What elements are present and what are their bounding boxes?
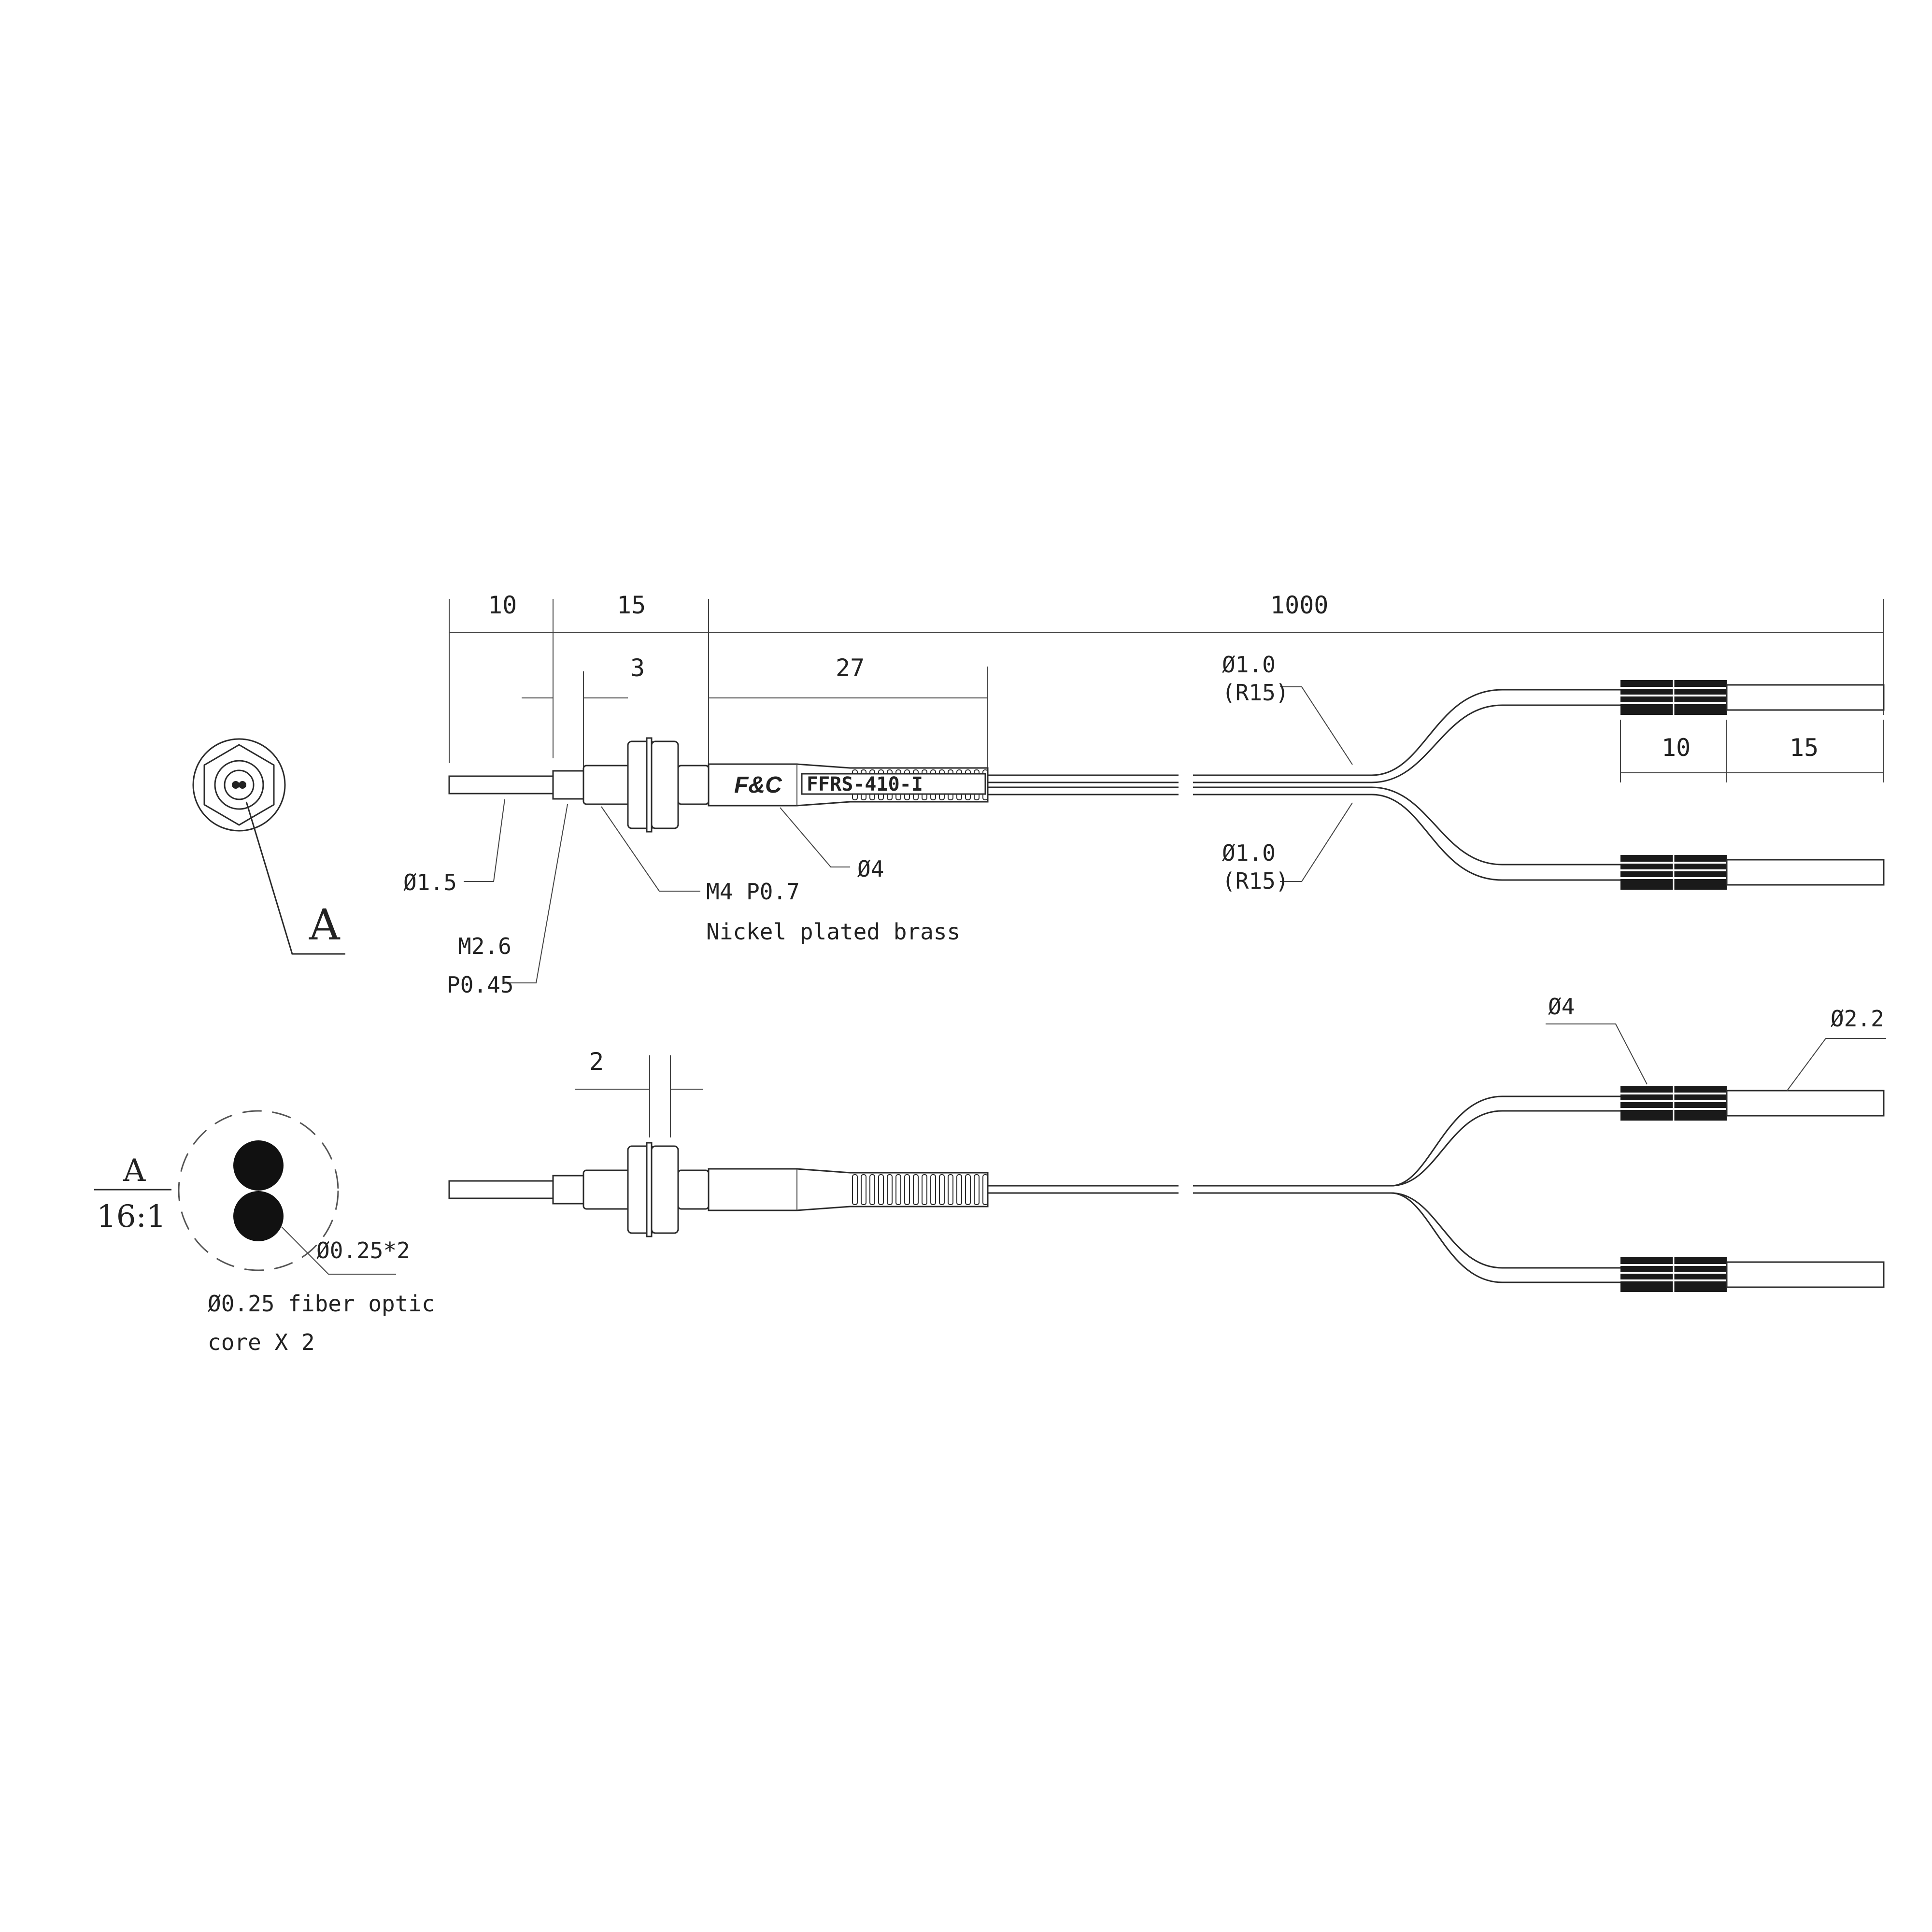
end-tip	[1726, 859, 1885, 886]
end-sleeve-dia-leader	[1546, 1023, 1648, 1085]
dim-thread-length: 3	[630, 654, 645, 682]
label-end-sleeve-diameter: Ø4	[1548, 994, 1575, 1020]
sleeve-grip-ribs	[852, 1174, 988, 1205]
tip-dia-leader	[464, 799, 505, 882]
dim-tip-length: 10	[488, 591, 517, 619]
m26-thread	[552, 1175, 584, 1205]
end-view-outer-circle	[192, 738, 286, 832]
grip-rib	[913, 1174, 919, 1205]
dim-end-tip: 15	[1790, 734, 1818, 762]
end-view-core-dot	[239, 781, 246, 789]
m26-thread	[552, 770, 584, 800]
probe-tip	[448, 1180, 554, 1199]
label-branch-bottom-dia: Ø1.0	[1222, 840, 1276, 866]
end-view: A	[192, 738, 345, 955]
brand-logo-text: F&C	[734, 772, 782, 798]
grip-rib	[965, 1174, 971, 1205]
label-core-diameter: Ø0.25*2	[316, 1237, 410, 1264]
end-connector-top	[1620, 680, 1885, 715]
grip-rib	[904, 1174, 910, 1205]
grip-rib	[948, 1174, 953, 1205]
label-material: Nickel plated brass	[706, 919, 960, 945]
end-view-hex-nut	[203, 744, 275, 826]
grip-rib	[869, 1174, 875, 1205]
fiber-core	[233, 1191, 284, 1241]
m26-leader	[505, 804, 568, 983]
grip-rib	[861, 1174, 867, 1205]
branch-top-fiber	[1371, 704, 1620, 783]
side-view: 2	[448, 994, 1886, 1292]
label-end-tip-diameter: Ø2.2	[1831, 1006, 1884, 1032]
end-connector-bottom	[1620, 855, 1885, 890]
m4-leader	[601, 806, 700, 892]
grip-rib	[895, 1174, 901, 1205]
grip-rib	[922, 1174, 927, 1205]
end-tip	[1726, 1261, 1885, 1288]
end-tip-dia-leader	[1787, 1038, 1886, 1091]
main-view: 10 15 1000 3 27 F&C FFRS-410-I	[403, 591, 1885, 998]
branch-bottom-fiber	[1371, 794, 1620, 881]
grip-rib	[878, 1174, 884, 1205]
end-view-core-dot	[232, 781, 240, 789]
dim-nut-thickness: 2	[589, 1048, 604, 1076]
end-view-tip-circle	[224, 769, 255, 800]
dim-sleeve-length: 27	[836, 654, 865, 682]
grip-rib	[974, 1174, 980, 1205]
end-connector-bottom	[1620, 1257, 1885, 1292]
probe-tip	[448, 775, 554, 795]
grip-rib	[930, 1174, 936, 1205]
grip-rib	[852, 1174, 858, 1205]
label-tip-diameter: Ø1.5	[403, 869, 457, 895]
detail-name: A	[123, 1153, 146, 1189]
branch-top-leader	[1280, 686, 1353, 765]
hex-nut	[651, 740, 679, 829]
model-label-box	[801, 773, 986, 795]
branch-bottom-fiber	[1371, 786, 1620, 866]
view-marker-label: A	[309, 900, 341, 950]
branch-top-fiber	[1391, 1110, 1620, 1187]
fiber-core	[233, 1140, 284, 1191]
hex-nut	[651, 1145, 679, 1234]
branch-bottom-leader	[1280, 802, 1353, 882]
detail-a: A 16:1 Ø0.25*2 Ø0.25 fiber optic core X …	[94, 1110, 435, 1355]
grip-rib	[982, 1174, 988, 1205]
label-branch-top-dia: Ø1.0	[1222, 652, 1276, 678]
label-branch-top-radius: (R15)	[1222, 680, 1289, 706]
core-note-line1: Ø0.25 fiber optic	[208, 1291, 435, 1317]
branch-top-fiber	[1371, 689, 1620, 776]
branch-bottom-fiber	[1391, 1192, 1620, 1269]
grip-rib	[956, 1174, 962, 1205]
core-dia-leader	[281, 1226, 396, 1275]
grip-rib	[939, 1174, 945, 1205]
dim-cable-length: 1000	[1270, 591, 1328, 619]
end-tip	[1726, 1090, 1885, 1117]
end-view-thread-circle	[214, 760, 264, 810]
m4-thread-end	[677, 1169, 710, 1210]
branch-bottom-fiber	[1391, 1192, 1620, 1283]
core-note-line2: core X 2	[208, 1329, 315, 1355]
sleeve-dia-leader	[780, 807, 850, 867]
model-number-text: FFRS-410-I	[807, 773, 923, 796]
view-marker-leader	[245, 801, 345, 955]
grip-rib	[887, 1174, 893, 1205]
label-branch-bottom-radius: (R15)	[1222, 868, 1289, 894]
m4-thread-end	[677, 765, 710, 805]
label-m4-thread: M4 P0.7	[706, 879, 800, 905]
detail-boundary-circle	[178, 1110, 339, 1271]
end-tip	[1726, 684, 1885, 711]
dim-end-sleeve: 10	[1662, 734, 1690, 762]
label-m26-pitch: P0.45	[447, 972, 513, 998]
label-sleeve-diameter: Ø4	[857, 856, 884, 882]
branch-top-fiber	[1391, 1095, 1620, 1187]
detail-scale: 16:1	[97, 1199, 166, 1235]
end-connector-top	[1620, 1086, 1885, 1121]
protective-sleeve	[708, 1168, 989, 1211]
label-m26: M2.6	[458, 933, 511, 959]
dim-body-length: 15	[617, 591, 646, 619]
